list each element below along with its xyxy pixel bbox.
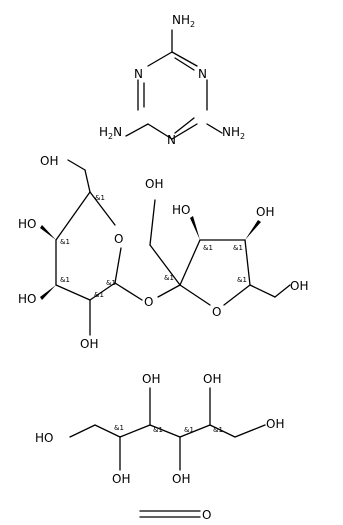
stereo-label: &1 — [60, 238, 70, 246]
wedge-bond — [40, 285, 56, 300]
melamine-structure: NH2 H2N NH2 N N N — [99, 13, 245, 147]
oh-label: OH — [266, 417, 284, 431]
wedge-bond — [245, 220, 261, 240]
stereo-label: &1 — [233, 244, 243, 252]
glucose-ring-bond — [55, 284, 91, 301]
oh-label: OH — [40, 154, 58, 168]
ch2oh-bond — [149, 199, 156, 246]
formaldehyde-structure: O — [139, 508, 211, 522]
ring-double-bond — [174, 57, 195, 71]
glycoside-bond — [157, 284, 181, 298]
stereo-label: &1 — [60, 276, 70, 284]
sucrose-structure: OH HO HO OH OH HO OH OH O O O &1 &1 &1 &… — [18, 154, 308, 351]
ring-bond — [147, 51, 173, 67]
oh-label: HO — [18, 217, 36, 231]
wedge-bond — [40, 225, 56, 240]
wedge-bond — [190, 216, 200, 240]
ring-n-label: N — [167, 133, 176, 147]
nh2-top-label: NH2 — [172, 13, 195, 29]
amine-bond-right — [206, 123, 223, 134]
oh-label: HO — [172, 203, 190, 217]
ch2oh-bond — [84, 169, 91, 193]
oh-label: HO — [18, 292, 36, 306]
oh-label: OH — [256, 205, 274, 219]
ring-bond — [147, 123, 173, 140]
ring-n-label: N — [198, 67, 207, 81]
stereo-label: &1 — [153, 426, 163, 434]
oh-label: OH — [290, 279, 308, 293]
oh-label: HO — [35, 431, 53, 445]
nh2-right-label: NH2 — [222, 125, 245, 141]
ring-n-label: N — [134, 67, 143, 81]
sorbitol-structure: HO OH OH OH OH OH &1 &1 &1 &1 — [35, 372, 284, 486]
ch2oh-bond — [67, 159, 86, 171]
glucose-ring-bond — [55, 191, 91, 241]
stereo-label: &1 — [94, 291, 104, 299]
oh-label: OH — [112, 472, 130, 486]
ring-double-bond — [174, 117, 195, 134]
fructose-ring-bond — [179, 239, 201, 286]
ring-bond — [171, 51, 198, 67]
stereo-label: &1 — [114, 424, 124, 432]
stereo-label: &1 — [184, 426, 194, 434]
oh-label: OH — [172, 472, 190, 486]
stereo-label: &1 — [213, 426, 223, 434]
ring-o-label: O — [212, 305, 221, 319]
fructose-ring-bond — [179, 284, 211, 306]
oh-label: OH — [80, 337, 98, 351]
ch2oh-bond — [249, 284, 276, 298]
stereo-label: &1 — [95, 194, 105, 202]
ring-bond — [171, 123, 198, 140]
glucose-ring-bond — [89, 282, 116, 301]
oh-label: OH — [203, 372, 221, 386]
ch2oh-bond — [149, 244, 181, 286]
stereo-label: &1 — [203, 244, 213, 252]
ring-o-label: O — [114, 232, 123, 246]
oh-label: OH — [145, 177, 163, 191]
glycoside-bond — [114, 282, 143, 301]
ch2oh-bond — [274, 284, 291, 298]
oh-label: OH — [142, 372, 160, 386]
amine-bond-left — [125, 123, 149, 137]
carbonyl-o-label: O — [202, 508, 211, 522]
glucose-ring-bond — [114, 247, 122, 284]
stereo-label: &1 — [164, 274, 174, 282]
stereo-label: &1 — [237, 276, 247, 284]
bridge-o-label: O — [144, 295, 153, 309]
h2n-left-label: H2N — [99, 125, 122, 141]
stereo-label: &1 — [106, 279, 116, 287]
sorbitol-chain — [69, 424, 266, 438]
glucose-ring-bond — [89, 191, 116, 226]
fructose-ring-bond — [244, 239, 251, 286]
fructose-ring-bond — [223, 284, 251, 306]
